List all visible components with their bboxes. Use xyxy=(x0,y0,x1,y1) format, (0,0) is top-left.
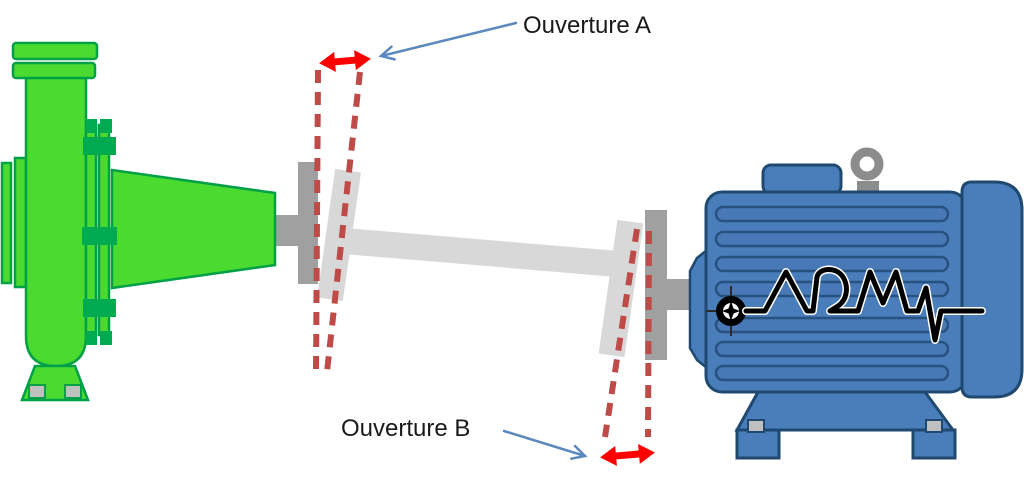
pump-foot-pad-left xyxy=(28,384,46,399)
ouverture-b-label: Ouverture B xyxy=(341,415,471,442)
pump-discharge-flange-top xyxy=(11,41,99,61)
motor-base-pad-left xyxy=(747,419,765,433)
spacer-shaft xyxy=(342,228,623,278)
motor xyxy=(688,147,1024,460)
lifting-eye-stem xyxy=(857,181,879,193)
motor-shaft xyxy=(662,279,694,310)
logo-heartbeat-line xyxy=(743,267,985,343)
pump-flange-face-line xyxy=(313,69,321,373)
pump-suction-flange-outer xyxy=(0,161,13,285)
gap-a-arrow-icon xyxy=(319,50,371,72)
pump-foot-pad-right xyxy=(64,384,82,399)
motor-base-pad-right xyxy=(925,419,943,433)
alignment-reference-lines xyxy=(313,69,652,438)
logo-compass-star-icon xyxy=(722,301,740,321)
shaft-coupling xyxy=(271,162,694,360)
motor-foot-right xyxy=(911,428,957,460)
pump-suction-flange-inner xyxy=(13,156,28,289)
adm-logo xyxy=(706,265,986,344)
motor-end-cap xyxy=(960,180,1024,399)
spacer-flange-left xyxy=(317,168,361,302)
pump-bearing-cone xyxy=(110,168,277,290)
motor-cooling-fins xyxy=(714,205,950,382)
motor-base xyxy=(734,390,956,432)
motor-foot-left xyxy=(735,428,781,460)
pointer-arrow-a-icon xyxy=(378,21,518,61)
spacer-flange-face-line-left xyxy=(324,71,363,373)
motor-flange-face-line xyxy=(645,230,652,438)
pointer-arrow-b-icon xyxy=(502,429,588,460)
motor-junction-box xyxy=(761,163,843,196)
pump-coupling-flange xyxy=(298,162,318,284)
ouverture-a-label: Ouverture A xyxy=(523,12,652,39)
pump-discharge-flange-lower xyxy=(11,61,97,80)
pump xyxy=(0,41,277,402)
pump-bolts xyxy=(82,119,117,345)
lifting-eye-ring-icon xyxy=(850,147,884,181)
gap-b-arrow-icon xyxy=(600,443,655,466)
pump-casing-body xyxy=(24,75,88,368)
